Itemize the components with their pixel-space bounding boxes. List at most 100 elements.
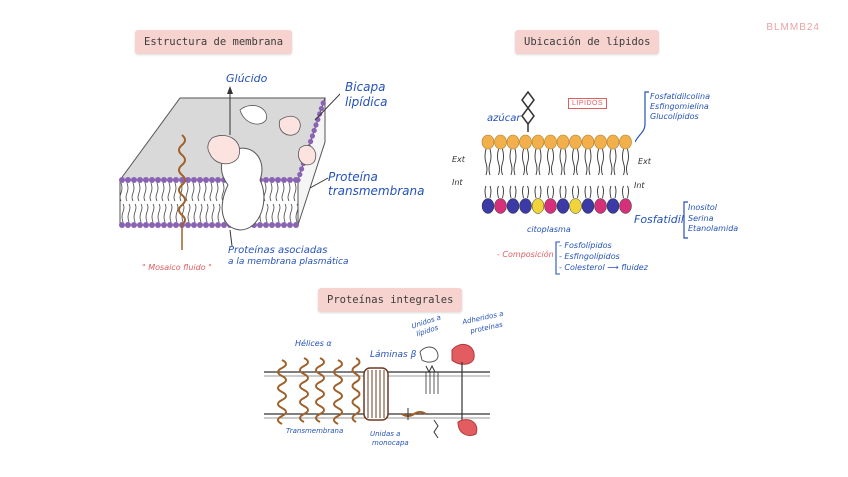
- label-unidas-monocapa-2: monocapa: [372, 439, 409, 447]
- lipid-tail: [161, 182, 165, 202]
- phospholipid-head: [149, 177, 155, 183]
- lipid-tail: [597, 148, 600, 176]
- lipid-tail: [155, 182, 159, 202]
- inner-lipid-head: [581, 198, 595, 214]
- phospholipid-head: [191, 222, 197, 228]
- phospholipid-head: [221, 222, 227, 228]
- phospholipid-head: [318, 105, 324, 112]
- lipid-tail: [289, 203, 293, 223]
- lipid-tail: [187, 203, 191, 223]
- lipid-tail: [489, 185, 492, 199]
- outer-lipid-head: [519, 134, 532, 150]
- lipid-tail: [584, 185, 587, 199]
- outer-lipid-list: Fosfatidilcolina Esfingomielina Glucolíp…: [650, 92, 710, 122]
- outer-lipid-head: [544, 134, 557, 150]
- phospholipid-head: [295, 177, 301, 183]
- inner-lipid-head: [569, 198, 582, 214]
- label-transmembrana-integral: Transmembrana: [286, 427, 344, 435]
- phospholipid-head: [308, 138, 314, 145]
- lipid-tail: [534, 148, 538, 176]
- inner-lipid-head: [481, 198, 495, 214]
- label-ext-right: Ext: [638, 157, 651, 166]
- lipid-tail: [125, 182, 129, 202]
- label-azucar: azúcar: [487, 113, 521, 124]
- lipid-tail: [609, 148, 613, 176]
- lipid-tail: [502, 185, 504, 199]
- phospholipid-head: [275, 177, 281, 183]
- lipid-tail: [173, 182, 177, 202]
- lipid-tail: [149, 182, 153, 202]
- lipid-tail: [513, 148, 517, 176]
- label-fosfatidil: Fosfatidil: [634, 213, 684, 226]
- lipid-tail: [217, 203, 221, 223]
- phospholipid-head: [197, 222, 203, 228]
- phospholipid-head: [209, 177, 215, 183]
- lipid-tail: [133, 203, 137, 223]
- lipid-tail: [127, 203, 131, 223]
- lipid-tail: [609, 185, 612, 199]
- lipid-tail: [572, 148, 575, 176]
- phospholipid-head: [119, 177, 125, 183]
- lipid-tail: [283, 203, 287, 223]
- phospholipid-head: [161, 222, 167, 228]
- composition-item: - Esfingolípidos: [559, 252, 620, 261]
- lipid-tail: [287, 182, 291, 202]
- phospholipid-head: [185, 222, 191, 228]
- inner-list-brace: [683, 201, 688, 239]
- lipid-tail: [588, 148, 592, 176]
- label-proteina: Proteína: [328, 170, 378, 184]
- phospholipid-head: [173, 222, 179, 228]
- lipid-tail: [277, 203, 281, 223]
- lipid-tail: [559, 148, 563, 176]
- lipid-tail: [271, 203, 275, 223]
- phospholipid-head: [119, 222, 125, 228]
- lipid-tail: [514, 185, 517, 199]
- phospholipid-head: [269, 222, 275, 228]
- phospholipid-head: [191, 177, 197, 183]
- phospholipid-head: [263, 222, 269, 228]
- outer-lipid-item: Glucolípidos: [650, 112, 699, 121]
- lipid-tail: [538, 148, 542, 176]
- outer-lipid-head: [481, 134, 495, 150]
- label-citoplasma: citoplasma: [527, 225, 571, 234]
- phospholipid-head: [161, 177, 167, 183]
- phospholipid-head: [317, 111, 323, 117]
- lipid-tail: [185, 182, 189, 202]
- lipid-tail: [199, 203, 203, 223]
- lipid-tail: [527, 185, 529, 199]
- lipid-tail: [203, 182, 207, 202]
- lipid-tail: [539, 185, 542, 199]
- phospholipid-head: [281, 222, 287, 228]
- lipid-tail: [501, 148, 504, 176]
- lipid-tail: [509, 185, 512, 199]
- phospholipid-head: [203, 222, 209, 228]
- phospholipid-head: [167, 222, 173, 228]
- phospholipid-head: [309, 133, 315, 139]
- outer-lipid-head: [569, 134, 582, 150]
- composition-item: - Colesterol ⟶ fluidez: [559, 263, 648, 272]
- inner-lipid-head: [519, 198, 532, 214]
- lipid-tail: [205, 203, 209, 223]
- lipid-tail: [157, 203, 161, 223]
- lipid-tail: [614, 185, 617, 199]
- outer-lipid-head: [581, 134, 595, 150]
- phospholipid-head: [293, 222, 299, 228]
- outer-lipid-head: [594, 134, 607, 150]
- lipid-tail: [211, 203, 215, 223]
- inner-lipid-head: [506, 198, 520, 214]
- label-proteinas-asociadas: Proteínas asociadas: [228, 245, 328, 256]
- lipid-tail: [559, 185, 562, 199]
- lipid-tail: [119, 182, 123, 202]
- lipid-tail: [497, 185, 499, 199]
- lipid-tail: [563, 148, 567, 176]
- lipid-tail: [131, 182, 135, 202]
- section-integral-proteins: Proteínas integrales: [318, 288, 463, 312]
- outer-lipid-item: Esfingomielina: [650, 102, 709, 111]
- lipid-tail: [295, 203, 299, 223]
- lipid-tail: [163, 203, 167, 223]
- lipid-tail: [209, 182, 213, 202]
- lipidos-tag: LIPIDOS: [568, 98, 608, 109]
- phospholipid-head: [125, 177, 131, 183]
- phospholipid-head: [320, 100, 326, 106]
- lipid-tail: [167, 182, 171, 202]
